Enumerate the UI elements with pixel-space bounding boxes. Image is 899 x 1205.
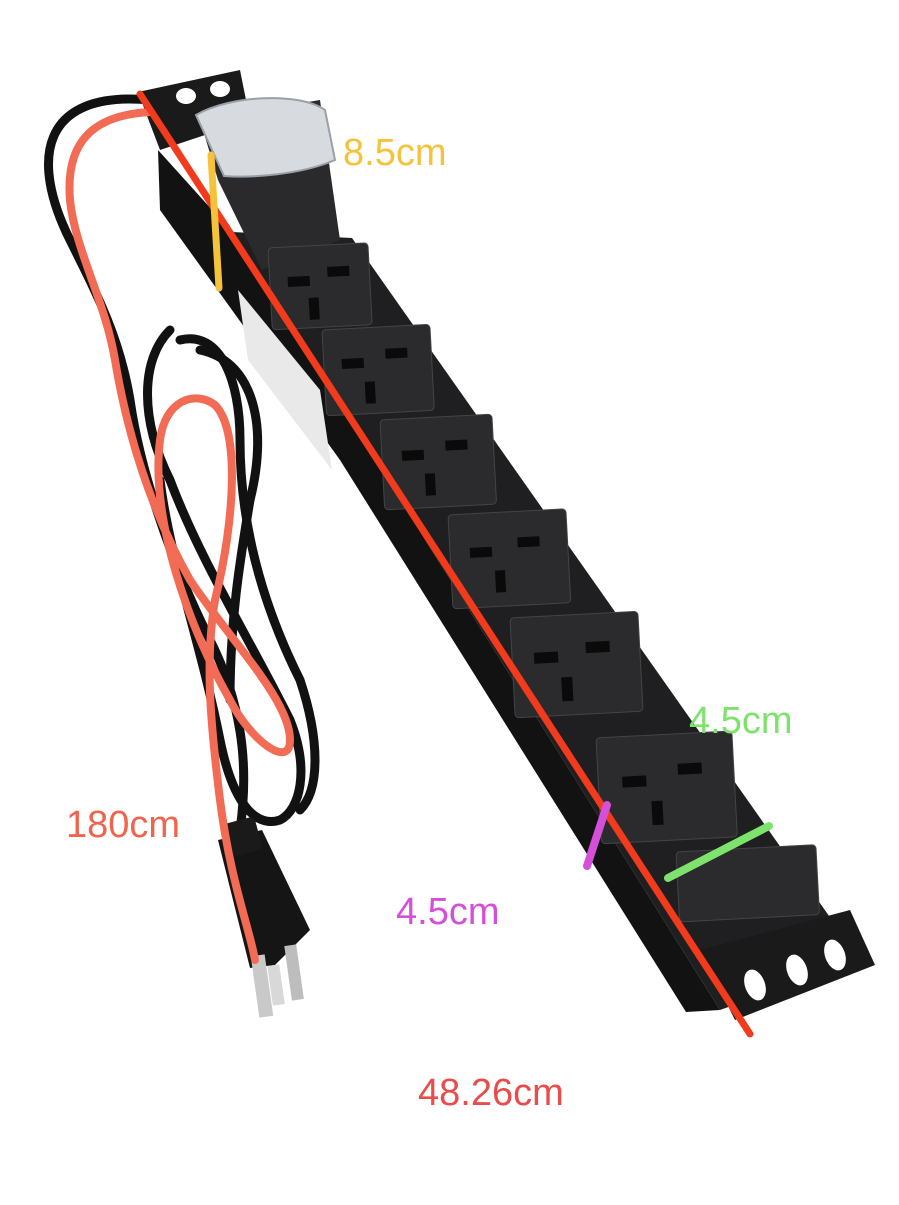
socket-2 <box>321 324 435 417</box>
socket-4 <box>447 508 572 610</box>
cable-length-label: 180cm <box>66 804 181 846</box>
us-plug <box>218 817 310 1018</box>
depth-dimension-label: 4.5cm <box>396 891 500 933</box>
socket-row <box>267 242 820 923</box>
blank-panel <box>675 844 820 923</box>
socket-3 <box>379 413 497 511</box>
height-dimension-label: 8.5cm <box>343 132 447 174</box>
cable-trace-line <box>65 108 295 964</box>
socket-6 <box>595 730 738 845</box>
length-line <box>136 90 754 1038</box>
width-dimension-label: 4.5cm <box>689 700 793 742</box>
socket-1 <box>267 242 373 331</box>
width-line <box>664 822 773 882</box>
height-line <box>207 151 223 292</box>
socket-5 <box>509 611 644 719</box>
depth-line <box>583 801 611 870</box>
length-dimension-label: 48.26cm <box>418 1072 564 1114</box>
annotations <box>65 90 773 1038</box>
